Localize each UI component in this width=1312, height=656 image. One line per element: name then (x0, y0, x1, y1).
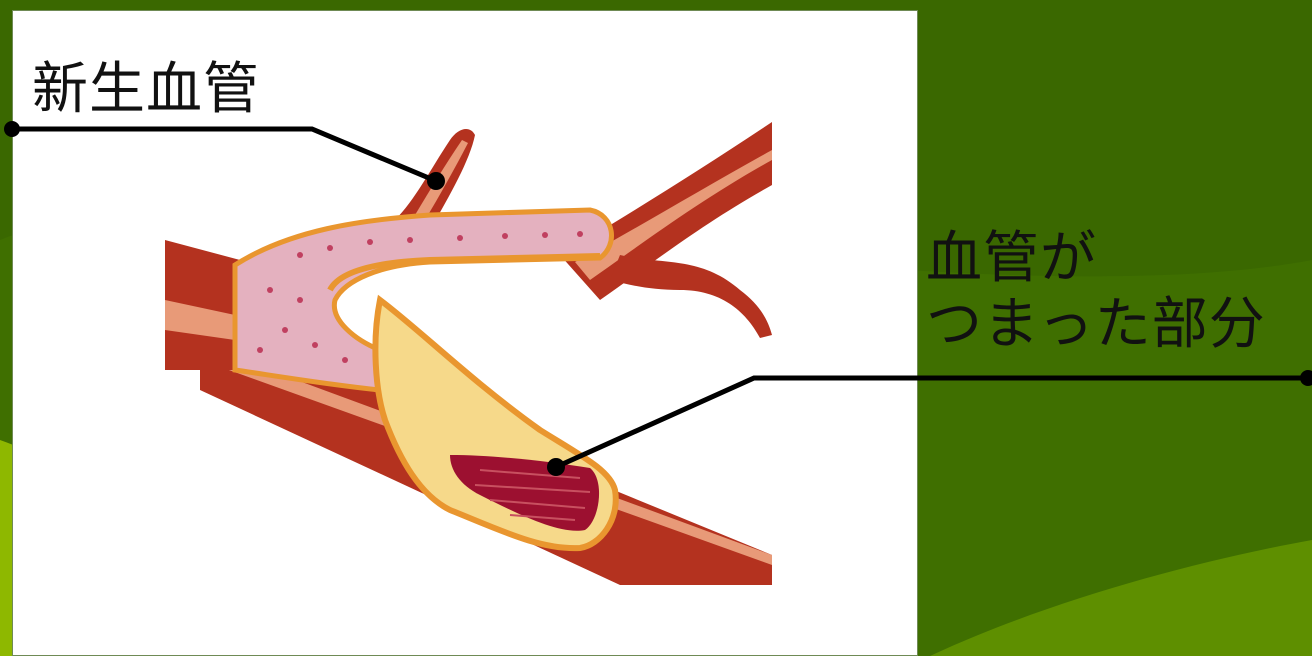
blocked-area-label: 血管が つまった部分 (926, 226, 1266, 358)
blocked-area-label-line2: つまった部分 (926, 292, 1266, 358)
leader-line-blocked-area (547, 370, 1312, 476)
new-vessel-label: 新生血管 (32, 57, 260, 123)
blocked-area-label-line1: 血管が (926, 226, 1266, 292)
small-branch-vessel (610, 255, 772, 338)
leader-line-new-vessel (4, 121, 445, 190)
